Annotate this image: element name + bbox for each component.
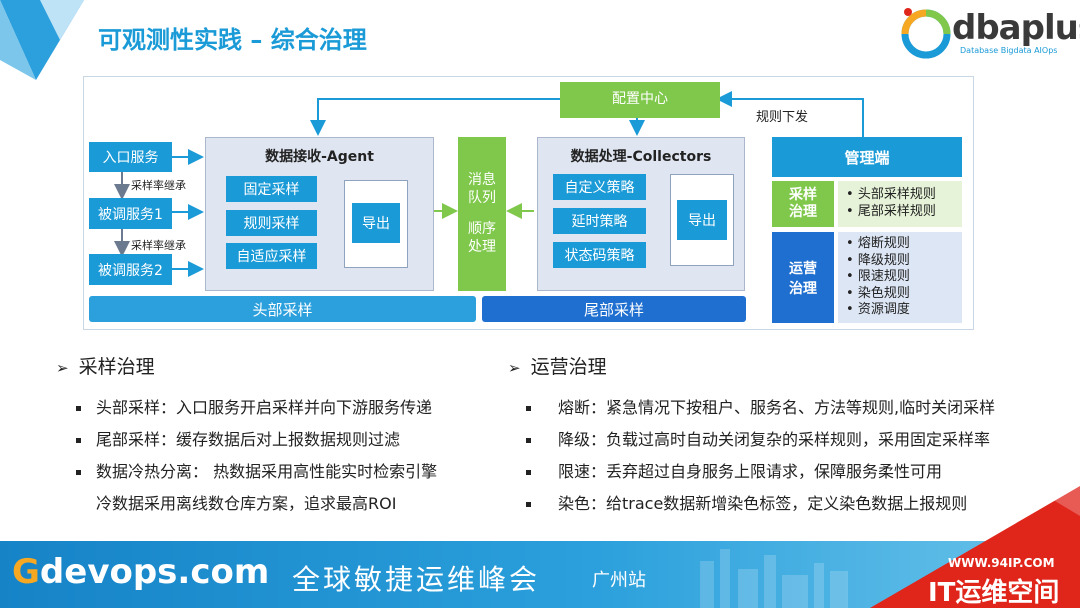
head-sampling-band: 头部采样 <box>89 296 476 322</box>
arrow-right-icon: ➢ <box>508 359 521 377</box>
ops-rule-item: 染色规则 <box>846 286 962 303</box>
conference-city: 广州站 <box>592 570 646 591</box>
gdevops-brand: Gdevops.com <box>12 552 269 592</box>
watermark-ribbon-decoration <box>870 486 1080 608</box>
agent-panel-title: 数据接收-Agent <box>265 149 374 165</box>
ops-rule-item: 降级规则 <box>846 253 962 270</box>
sampling-rule-item: 头部采样规则 <box>846 187 962 204</box>
ops-governance-box: 运营 治理 <box>772 232 834 323</box>
rule-sampling-box: 规则采样 <box>226 210 317 236</box>
list-item: 染色：给trace数据新增染色标签，定义染色数据上报规则 <box>524 488 995 520</box>
tail-sampling-band: 尾部采样 <box>482 296 746 322</box>
sampling-governance-line-1: 采样 <box>789 186 817 203</box>
sampling-governance-box: 采样 治理 <box>772 181 834 227</box>
list-item: 头部采样：入口服务开启采样并向下游服务传递 <box>74 392 437 424</box>
gdevops-brand-g: G <box>12 552 40 592</box>
status-code-strategy-box: 状态码策略 <box>553 242 646 268</box>
list-item: 降级：负载过高时自动关闭复杂的采样规则，采用固定采样率 <box>524 424 995 456</box>
rate-inherit-label-1: 采样率继承 <box>131 179 186 192</box>
custom-strategy-box: 自定义策略 <box>553 174 646 200</box>
ops-rule-item: 限速规则 <box>846 269 962 286</box>
queue-line-4: 处理 <box>468 238 496 255</box>
dbaplus-logo-icon <box>901 8 951 59</box>
queue-line-1: 消息 <box>468 172 496 188</box>
message-queue-box: 消息 队列 顺序 处理 <box>458 137 506 291</box>
ops-rule-item: 熔断规则 <box>846 236 962 253</box>
rate-inherit-label-2: 采样率继承 <box>131 239 186 252</box>
adaptive-sampling-box: 自适应采样 <box>226 243 317 269</box>
gdevops-brand-rest: devops.com <box>39 552 270 592</box>
collectors-panel-title: 数据处理-Collectors <box>570 149 712 165</box>
ops-governance-line-1: 运营 <box>789 260 817 277</box>
called-service-1-box: 被调服务1 <box>89 198 172 229</box>
sampling-rule-item: 尾部采样规则 <box>846 204 962 221</box>
conference-name: 全球敏捷运维峰会 <box>292 563 541 596</box>
list-item: 数据冷热分离： 热数据采用高性能实时检索引擎 <box>74 456 437 488</box>
list-item: 尾部采样：缓存数据后对上报数据规则过滤 <box>74 424 437 456</box>
collectors-export-box: 导出 <box>677 200 727 240</box>
agent-export-box: 导出 <box>352 203 400 243</box>
fixed-sampling-box: 固定采样 <box>226 176 317 202</box>
list-item: 限速：丢弃超过自身服务上限请求，保障服务柔性可用 <box>524 456 995 488</box>
list-item: 冷数据采用离线数仓库方案，追求最高ROI <box>96 494 397 513</box>
watermark-name: IT运维空间 <box>928 578 1060 608</box>
arrow-right-icon: ➢ <box>56 359 69 377</box>
entry-service-box: 入口服务 <box>89 142 172 172</box>
config-center-box: 配置中心 <box>560 82 720 118</box>
corner-triangle-decoration <box>0 0 84 80</box>
queue-line-3: 顺序 <box>468 221 496 237</box>
ops-bullet-list: 熔断：紧急情况下按租户、服务名、方法等规则,临时关闭采样 降级：负载过高时自动关… <box>524 392 995 520</box>
sampling-bullet-list: 头部采样：入口服务开启采样并向下游服务传递 尾部采样：缓存数据后对上报数据规则过… <box>74 392 437 520</box>
watermark-url: WWW.94IP.COM <box>948 556 1055 570</box>
sampling-governance-heading: ➢ 采样治理 <box>56 352 155 379</box>
delay-strategy-box: 延时策略 <box>553 208 646 234</box>
management-title-box: 管理端 <box>772 137 962 177</box>
ops-rule-list: 熔断规则 降级规则 限速规则 染色规则 资源调度 <box>838 232 962 323</box>
ops-governance-heading: ➢ 运营治理 <box>508 352 607 379</box>
queue-line-2: 队列 <box>468 189 496 206</box>
called-service-2-box: 被调服务2 <box>89 254 172 285</box>
rule-dispatch-label: 规则下发 <box>756 110 809 125</box>
logo-wordmark: dbaplus <box>952 8 1080 48</box>
ops-heading-text: 运营治理 <box>530 356 607 378</box>
skyline-decoration <box>700 549 848 608</box>
logo-tagline: Database Bigdata AIOps <box>960 46 1058 55</box>
sampling-rule-list: 头部采样规则 尾部采样规则 <box>838 181 962 227</box>
sampling-heading-text: 采样治理 <box>78 356 155 378</box>
ops-rule-item: 资源调度 <box>846 302 962 319</box>
list-item: 熔断：紧急情况下按租户、服务名、方法等规则,临时关闭采样 <box>524 392 995 424</box>
sampling-governance-line-2: 治理 <box>789 204 817 220</box>
ops-governance-line-2: 治理 <box>789 280 817 297</box>
page-title: 可观测性实践 – 综合治理 <box>98 26 367 54</box>
